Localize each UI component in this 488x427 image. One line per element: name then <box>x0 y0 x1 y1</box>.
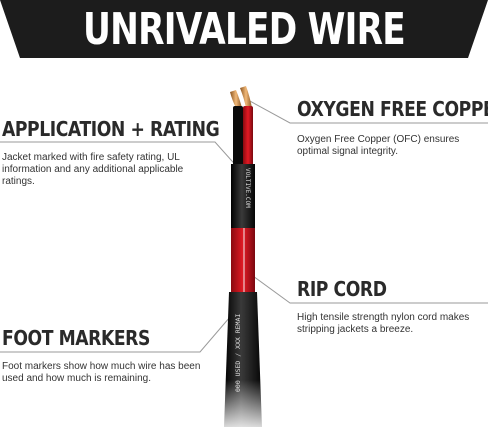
banner-title: UNRIVALED WIRE <box>83 4 406 55</box>
rip-cord-heading: RIP CORD <box>297 277 387 301</box>
leader-oxygen <box>247 99 488 124</box>
application-rating-description: Jacket marked with fire safety rating, U… <box>2 152 184 187</box>
wire-print-lower: 000 USED / XXX REMAI <box>234 314 242 392</box>
oxygen-free-copper-heading: OXYGEN FREE COPPER <box>297 97 488 121</box>
inner-conductors <box>233 106 253 166</box>
red-conductor-exposed <box>231 228 255 294</box>
banner-shape <box>0 0 488 58</box>
rip-cord-description: High tensile strength nylon cord makes s… <box>297 312 470 335</box>
title-banner: UNRIVALED WIRE <box>0 0 488 66</box>
foot-markers-description: Foot markers show how much wire has been… <box>2 361 201 384</box>
application-rating-heading: APPLICATION + RATING <box>2 117 220 141</box>
leader-foot-markers <box>0 309 237 353</box>
upper-jacket <box>231 164 255 230</box>
oxygen-free-copper-description: Oxygen Free Copper (OFC) ensures optimal… <box>297 134 460 157</box>
leader-rip-cord <box>241 267 488 304</box>
leader-application <box>0 141 241 171</box>
copper-strands <box>230 86 252 108</box>
wire-print-upper: VOLTIVE.COM <box>244 168 251 208</box>
foot-markers-heading: FOOT MARKERS <box>2 326 150 350</box>
